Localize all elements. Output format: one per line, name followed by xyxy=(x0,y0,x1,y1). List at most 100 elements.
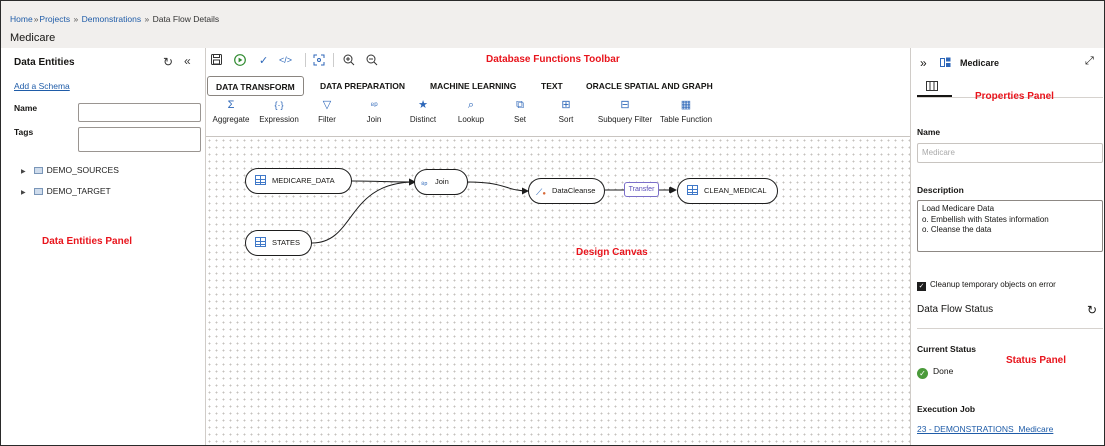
node-label: STATES xyxy=(272,238,301,247)
tool-filter[interactable]: ▽ Filter xyxy=(315,98,339,124)
cleanup-checkbox-row[interactable]: ✓ Cleanup temporary objects on error xyxy=(917,280,1056,291)
description-line: Load Medicare Data xyxy=(922,204,995,213)
description-label: Description xyxy=(917,185,964,195)
expand-panel-icon[interactable]: » xyxy=(920,56,927,70)
tab-machine-learning[interactable]: MACHINE LEARNING xyxy=(430,81,517,91)
tree-item-label: DEMO_TARGET xyxy=(46,186,111,196)
tab-data-preparation[interactable]: DATA PREPARATION xyxy=(320,81,405,91)
page-title: Medicare xyxy=(10,32,56,44)
zoom-out-icon[interactable] xyxy=(366,54,378,69)
save-icon[interactable] xyxy=(211,54,222,68)
breadcrumb: Home»Projects » Demonstrations » Data Fl… xyxy=(10,14,220,24)
toolbar-divider xyxy=(305,53,306,67)
annotation-design-canvas: Design Canvas xyxy=(576,247,648,258)
schema-icon xyxy=(33,188,43,195)
current-status-label: Current Status xyxy=(917,344,977,354)
schema-icon xyxy=(33,167,43,174)
name-field[interactable]: Medicare xyxy=(917,143,1103,163)
tree-item-label: DEMO_SOURCES xyxy=(46,165,119,175)
node-clean-medical[interactable]: CLEAN_MEDICAL xyxy=(677,178,778,204)
annotation-database-functions-toolbar: Database Functions Toolbar xyxy=(486,54,620,65)
name-filter-input[interactable] xyxy=(78,103,201,122)
add-schema-link[interactable]: Add a Schema xyxy=(14,81,70,91)
tool-distinct[interactable]: ★ Distinct xyxy=(408,98,438,124)
fit-to-screen-icon[interactable] xyxy=(313,54,325,69)
node-medicare-data[interactable]: MEDICARE_DATA xyxy=(245,168,352,194)
center-area: ✓ </> Database Functions Toolbar DATA TR… xyxy=(206,48,910,445)
table-icon xyxy=(255,175,266,185)
execution-job-link[interactable]: 23 - DEMONSTRATIONS_Medicare xyxy=(917,424,1054,434)
join-icon: ⁸ᵖ xyxy=(421,180,428,189)
zoom-in-icon[interactable] xyxy=(343,54,355,69)
canvas-links xyxy=(311,178,910,244)
validate-check-icon[interactable]: ✓ xyxy=(259,55,269,67)
description-field[interactable]: Load Medicare Data o. Embellish with Sta… xyxy=(917,200,1103,252)
code-icon[interactable]: </> xyxy=(279,55,293,65)
breadcrumb-projects[interactable]: Projects xyxy=(39,14,71,24)
dataflow-icon xyxy=(940,57,951,70)
subquery-filter-icon: ⊟ xyxy=(620,99,630,111)
node-datacleanse[interactable]: ⟋●DataCleanse xyxy=(528,178,605,204)
tool-table-function[interactable]: ▦Table Function xyxy=(658,98,714,124)
expand-caret-icon[interactable]: ▶ xyxy=(21,190,26,196)
tree-item-demo-sources[interactable]: ▶ DEMO_SOURCES xyxy=(21,165,119,175)
page-header: Home»Projects » Demonstrations » Data Fl… xyxy=(1,1,1104,48)
refresh-status-icon[interactable]: ↻ xyxy=(1087,303,1098,317)
node-states[interactable]: STATES xyxy=(245,230,312,256)
expand-caret-icon[interactable]: ▶ xyxy=(21,169,26,175)
tool-label: Sort xyxy=(558,115,574,124)
table-icon xyxy=(255,237,266,247)
execution-job-label: Execution Job xyxy=(917,404,976,414)
checkbox-checked-icon[interactable]: ✓ xyxy=(917,282,926,291)
status-title: Data Flow Status xyxy=(917,304,994,315)
tool-expression[interactable]: {·}Expression xyxy=(258,98,300,124)
tool-label: Filter xyxy=(318,115,336,124)
tool-label: Distinct xyxy=(409,115,437,124)
table-icon xyxy=(687,185,698,195)
tool-lookup[interactable]: ⌕Lookup xyxy=(456,98,486,124)
node-label: DataCleanse xyxy=(552,186,596,195)
tool-label: Expression xyxy=(259,115,299,124)
breadcrumb-current: Data Flow Details xyxy=(152,14,220,24)
properties-tab-icon[interactable] xyxy=(926,81,938,93)
collapse-panel-icon[interactable]: « xyxy=(184,54,191,68)
node-label: CLEAN_MEDICAL xyxy=(704,186,767,195)
breadcrumb-home[interactable]: Home xyxy=(10,14,33,24)
tool-sort[interactable]: ⊞Sort xyxy=(556,98,576,124)
canvas-toolbar: ✓ </> Database Functions Toolbar xyxy=(206,48,910,74)
description-line: o. Cleanse the data xyxy=(922,225,992,234)
breadcrumb-demonstrations[interactable]: Demonstrations xyxy=(81,14,142,24)
star-icon: ★ xyxy=(418,99,428,111)
annotation-status-panel: Status Panel xyxy=(1006,355,1067,366)
tags-filter-input[interactable] xyxy=(78,127,201,152)
set-icon: ⧉ xyxy=(516,99,524,111)
tags-label: Tags xyxy=(14,127,34,137)
tab-data-transform[interactable]: DATA TRANSFORM xyxy=(207,76,304,96)
refresh-icon[interactable]: ↻ xyxy=(163,55,174,69)
tool-set[interactable]: ⧉Set xyxy=(510,98,530,124)
tree-item-demo-target[interactable]: ▶ DEMO_TARGET xyxy=(21,186,111,196)
active-tab-indicator xyxy=(917,95,952,97)
done-check-icon: ✓ xyxy=(917,368,928,379)
link-medicare-to-join xyxy=(351,178,416,186)
toolbar-divider xyxy=(333,53,334,67)
name-label: Name xyxy=(14,103,38,113)
tab-oracle-spatial-and-graph[interactable]: ORACLE SPATIAL AND GRAPH xyxy=(586,81,713,91)
cleanup-label: Cleanup temporary objects on error xyxy=(930,280,1056,289)
maximize-icon[interactable]: ⤢ xyxy=(1085,55,1094,67)
name-label: Name xyxy=(917,127,941,137)
transfer-badge[interactable]: Transfer xyxy=(624,182,659,197)
run-icon[interactable] xyxy=(234,54,246,69)
tool-subquery-filter[interactable]: ⊟Subquery Filter xyxy=(596,98,654,124)
tab-text[interactable]: TEXT xyxy=(541,81,563,91)
annotation-data-entities-panel: Data Entities Panel xyxy=(42,236,133,247)
filter-icon: ▽ xyxy=(322,99,332,111)
annotation-properties-panel: Properties Panel xyxy=(975,91,1054,102)
link-states-to-join xyxy=(311,178,416,244)
status-value: Done xyxy=(933,366,954,376)
